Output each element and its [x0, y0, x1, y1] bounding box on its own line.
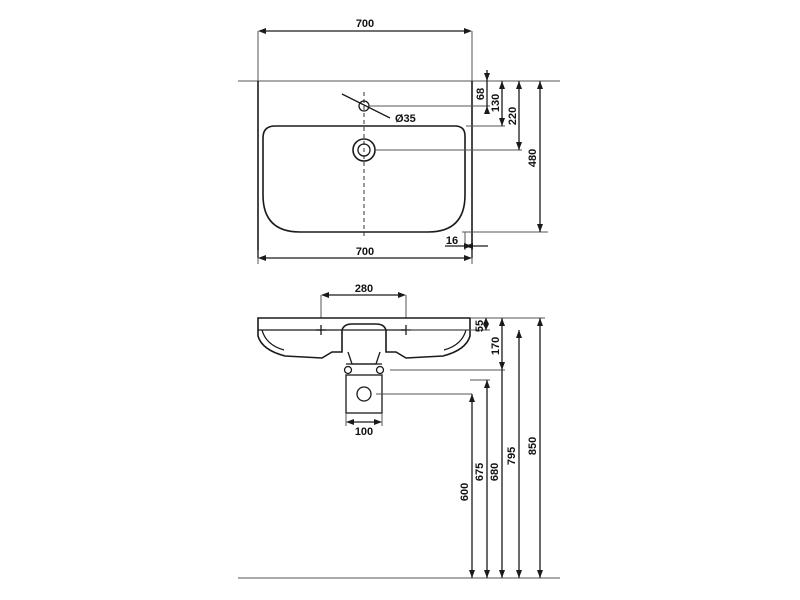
- siphon-trap: [347, 351, 381, 365]
- tap-hole-leader: [341, 93, 391, 119]
- dim-600: 600: [459, 483, 471, 501]
- dim-overall-depth: 480: [527, 149, 539, 167]
- dim-795: 795: [506, 447, 518, 465]
- waste-outlet: [356, 386, 372, 402]
- dim-bowl-height: 170: [490, 337, 502, 355]
- dim-675: 675: [474, 463, 486, 481]
- dim-850: 850: [527, 437, 539, 455]
- dim-rim-height: 55: [474, 320, 486, 332]
- dim-tap-to-drain: 130: [490, 94, 502, 112]
- dim-tap-hole-diameter: Ø35: [395, 113, 416, 125]
- drain-outer: [352, 138, 376, 162]
- drain-inner: [357, 143, 371, 157]
- dim-bracket-width: 100: [355, 426, 373, 438]
- dim-bracket-spacing: 280: [355, 283, 373, 295]
- dim-drain-depth: 220: [507, 107, 519, 125]
- dim-rim-thickness: 16: [446, 235, 458, 247]
- top-view: 700 Ø35 68 130 220: [238, 18, 560, 264]
- basin-side-profile: [257, 317, 471, 359]
- dim-680: 680: [489, 463, 501, 481]
- tap-hole: [358, 100, 370, 112]
- dim-tap-hole-offset: 68: [475, 88, 487, 100]
- basin-bowl-outline: [262, 125, 466, 233]
- side-view: 280 100: [238, 283, 560, 579]
- dim-overall-width: 700: [356, 18, 374, 30]
- dim-bottom-width: 700: [356, 246, 374, 258]
